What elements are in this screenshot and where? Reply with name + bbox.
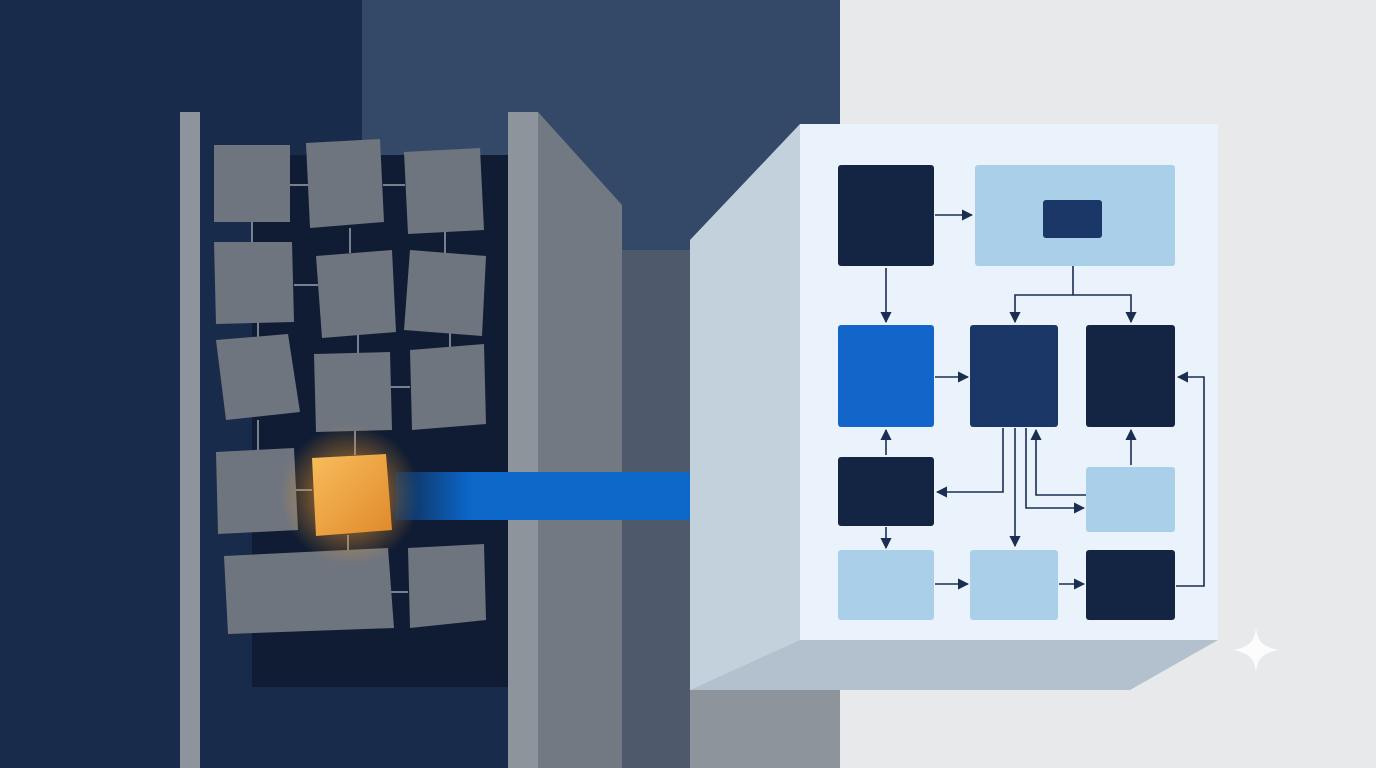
panel-left-face bbox=[690, 124, 800, 690]
block bbox=[404, 148, 484, 234]
block bbox=[216, 334, 300, 420]
block-wide bbox=[224, 548, 394, 634]
block bbox=[404, 250, 486, 336]
flow-connectors bbox=[880, 209, 1205, 590]
flow-diagram bbox=[838, 165, 1205, 620]
flow-box-bright-blue bbox=[838, 325, 934, 427]
flow-box-inner bbox=[1043, 200, 1102, 238]
block bbox=[314, 352, 392, 432]
flow-box-light bbox=[1086, 467, 1175, 532]
block bbox=[410, 344, 486, 430]
flow-box-light bbox=[838, 550, 934, 620]
block bbox=[216, 448, 298, 534]
container-left-rail bbox=[180, 112, 200, 768]
tangled-blocks bbox=[214, 139, 486, 634]
block bbox=[316, 250, 396, 338]
flow-box-deep-blue bbox=[970, 325, 1058, 427]
sparkle-icon bbox=[1234, 628, 1278, 672]
block bbox=[214, 242, 294, 324]
block bbox=[214, 145, 290, 222]
block bbox=[306, 139, 384, 228]
container-side-wall bbox=[538, 112, 622, 768]
container-right-rail bbox=[508, 112, 538, 768]
flow-box-navy bbox=[838, 165, 934, 266]
flow-box-navy bbox=[1086, 550, 1175, 620]
flow-box-navy bbox=[1086, 325, 1175, 427]
block bbox=[408, 544, 486, 628]
highlighted-block bbox=[312, 454, 392, 536]
panel-bottom-face bbox=[690, 640, 1218, 690]
flow-box-light bbox=[970, 550, 1058, 620]
flow-box-navy bbox=[838, 457, 934, 526]
